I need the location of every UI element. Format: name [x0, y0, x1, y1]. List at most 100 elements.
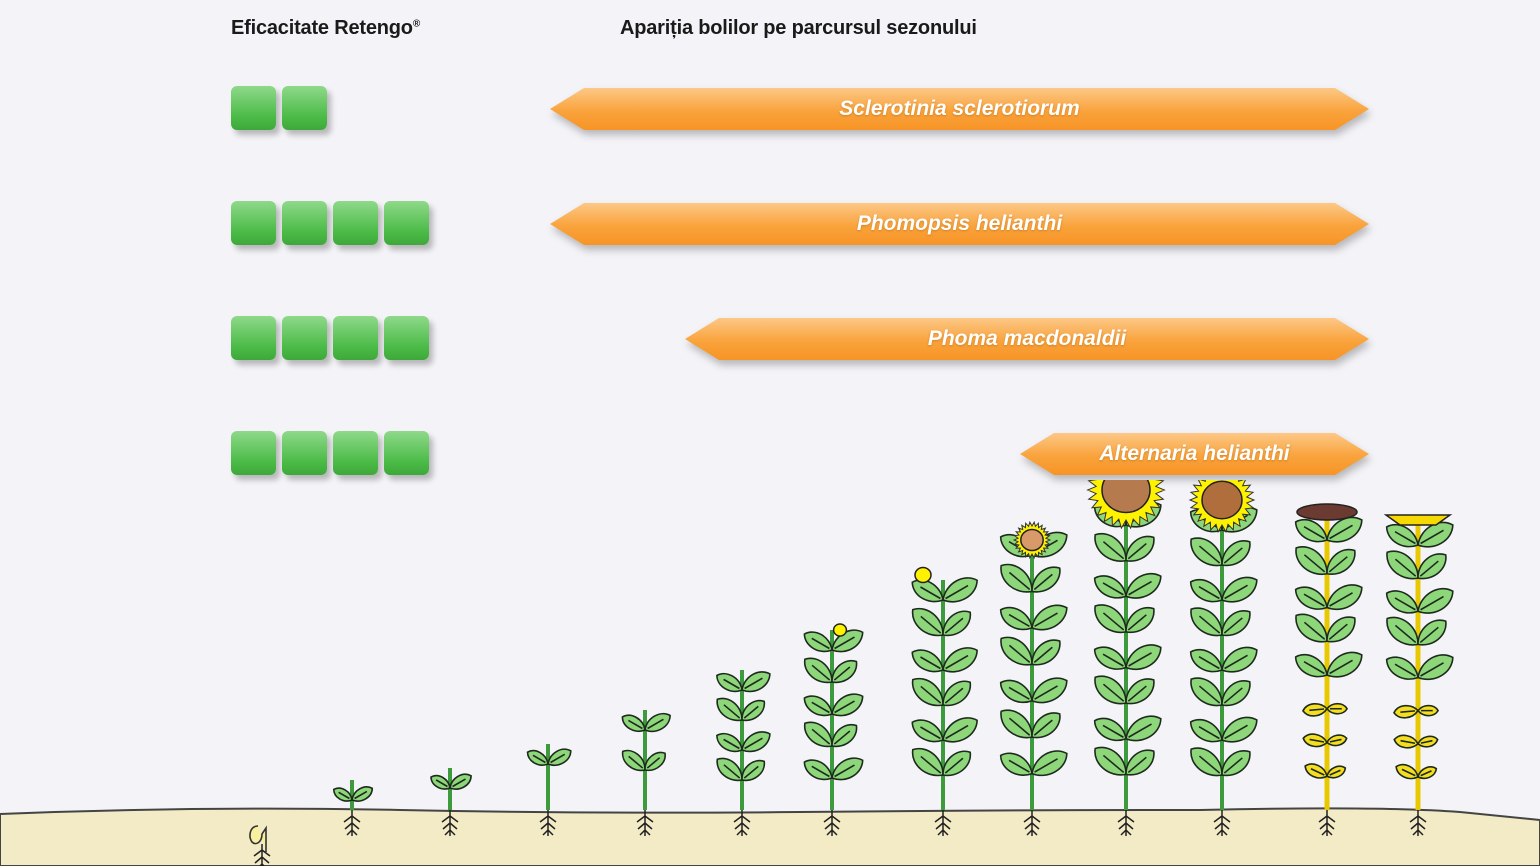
- roots-icon: [1318, 810, 1336, 836]
- leaf-icon: [1125, 715, 1162, 742]
- efficacy-header-text: Eficacitate Retengo: [231, 17, 413, 39]
- efficacy-square: [333, 431, 378, 475]
- seed-head-icon: [1020, 528, 1044, 552]
- leaf-icon: [430, 774, 451, 790]
- roots-icon: [343, 810, 361, 836]
- leaf-icon: [1302, 703, 1329, 717]
- leaf-icon: [942, 750, 972, 777]
- arrow-shape: [685, 318, 1369, 360]
- leaf-icon: [1417, 553, 1447, 580]
- sunflower-stage-4: [526, 744, 572, 836]
- efficacy-square: [231, 86, 276, 130]
- leaf-icon: [351, 786, 374, 802]
- leaf-icon: [804, 657, 833, 684]
- leaf-icon: [999, 679, 1033, 704]
- efficacy-square: [231, 201, 276, 245]
- leaf-icon: [526, 749, 549, 766]
- leaf-icon: [1221, 609, 1251, 637]
- leaf-icon: [1417, 654, 1454, 680]
- dry-seed-head-icon: [1383, 514, 1453, 526]
- leaf-icon: [1221, 576, 1258, 603]
- leaf-icon: [1385, 656, 1419, 680]
- leaf-icon: [1125, 606, 1155, 634]
- leaf-icon: [1386, 550, 1419, 580]
- efficacy-square: [333, 201, 378, 245]
- efficacy-rating: [231, 431, 429, 475]
- leaf-icon: [621, 749, 646, 772]
- leaf-icon: [911, 579, 944, 603]
- disease-period-arrow: Sclerotinia sclerotiorum: [550, 88, 1369, 130]
- leaf-icon: [1294, 518, 1328, 543]
- efficacy-square: [231, 316, 276, 360]
- leaf-icon: [1221, 539, 1251, 567]
- sunflower-stage-2: [332, 780, 374, 836]
- leaf-icon: [1000, 636, 1033, 666]
- leaf-icon: [831, 659, 858, 684]
- disease-period-arrow: Phomopsis helianthi: [550, 203, 1369, 245]
- disease-period-arrow: Phoma macdonaldii: [685, 318, 1369, 360]
- roots-icon: [253, 844, 271, 866]
- efficacy-square: [333, 316, 378, 360]
- leaf-icon: [942, 680, 972, 707]
- efficacy-square: [282, 316, 327, 360]
- roots-icon: [1023, 810, 1041, 836]
- disease-name: Phoma macdonaldii: [927, 327, 1127, 350]
- sunflower-stage-12: [1294, 503, 1363, 836]
- leaf-icon: [1393, 734, 1420, 749]
- leaf-icon: [1416, 735, 1439, 748]
- leaf-icon: [1190, 607, 1223, 637]
- leaf-icon: [1094, 746, 1127, 776]
- leaf-icon: [1416, 704, 1440, 717]
- leaf-icon: [1294, 586, 1328, 610]
- leaf-icon: [1326, 548, 1356, 575]
- leaf-icon: [803, 759, 833, 781]
- efficacy-square: [282, 201, 327, 245]
- arrow-shape: [550, 203, 1369, 245]
- disease-name: Alternaria helianthi: [1099, 442, 1290, 465]
- efficacy-rating: [231, 316, 429, 360]
- leaf-icon: [803, 695, 833, 717]
- leaf-icon: [1031, 639, 1061, 666]
- leaf-icon: [1000, 709, 1033, 739]
- leaf-icon: [621, 714, 646, 732]
- leaf-icon: [803, 631, 833, 653]
- sunflower-stage-13: [1383, 514, 1454, 836]
- sunflower-stage-10: [1086, 480, 1166, 836]
- leaf-icon: [547, 748, 572, 766]
- leaf-icon: [1295, 613, 1328, 643]
- leaf-icon: [1417, 766, 1438, 780]
- leaf-icon: [804, 721, 833, 748]
- leaf-icon: [1094, 675, 1127, 705]
- efficacy-square: [384, 431, 429, 475]
- disease-row: Alternaria helianthi: [0, 431, 1540, 481]
- leaf-icon: [1417, 521, 1454, 548]
- leaf-icon: [716, 672, 743, 693]
- leaf-icon: [1395, 763, 1419, 780]
- leaf-icon: [942, 647, 978, 673]
- leaf-icon: [831, 693, 864, 717]
- efficacy-square: [231, 431, 276, 475]
- leaf-icon: [1125, 535, 1155, 562]
- sunflower-stage-8: [911, 566, 978, 836]
- leaf-icon: [1326, 765, 1347, 779]
- leaf-icon: [999, 606, 1033, 631]
- leaf-icon: [1189, 718, 1223, 743]
- leaf-icon: [1326, 584, 1363, 610]
- leaf-icon: [1385, 523, 1419, 548]
- leaf-icon: [1325, 734, 1348, 747]
- roots-icon: [1213, 810, 1231, 836]
- leaf-icon: [1190, 747, 1223, 777]
- leaf-icon: [1221, 749, 1251, 777]
- leaf-icon: [1304, 763, 1328, 779]
- leaf-icon: [942, 577, 978, 603]
- leaf-icon: [1393, 704, 1420, 719]
- leaf-icon: [1000, 563, 1033, 593]
- roots-icon: [823, 810, 841, 836]
- leaf-icon: [1326, 651, 1363, 678]
- leaf-icon: [1031, 712, 1061, 739]
- roots-icon: [934, 810, 952, 836]
- disease-name: Phomopsis helianthi: [856, 212, 1063, 235]
- leaf-icon: [942, 717, 978, 743]
- arrow-shape: [550, 88, 1369, 130]
- leaf-icon: [1031, 750, 1068, 777]
